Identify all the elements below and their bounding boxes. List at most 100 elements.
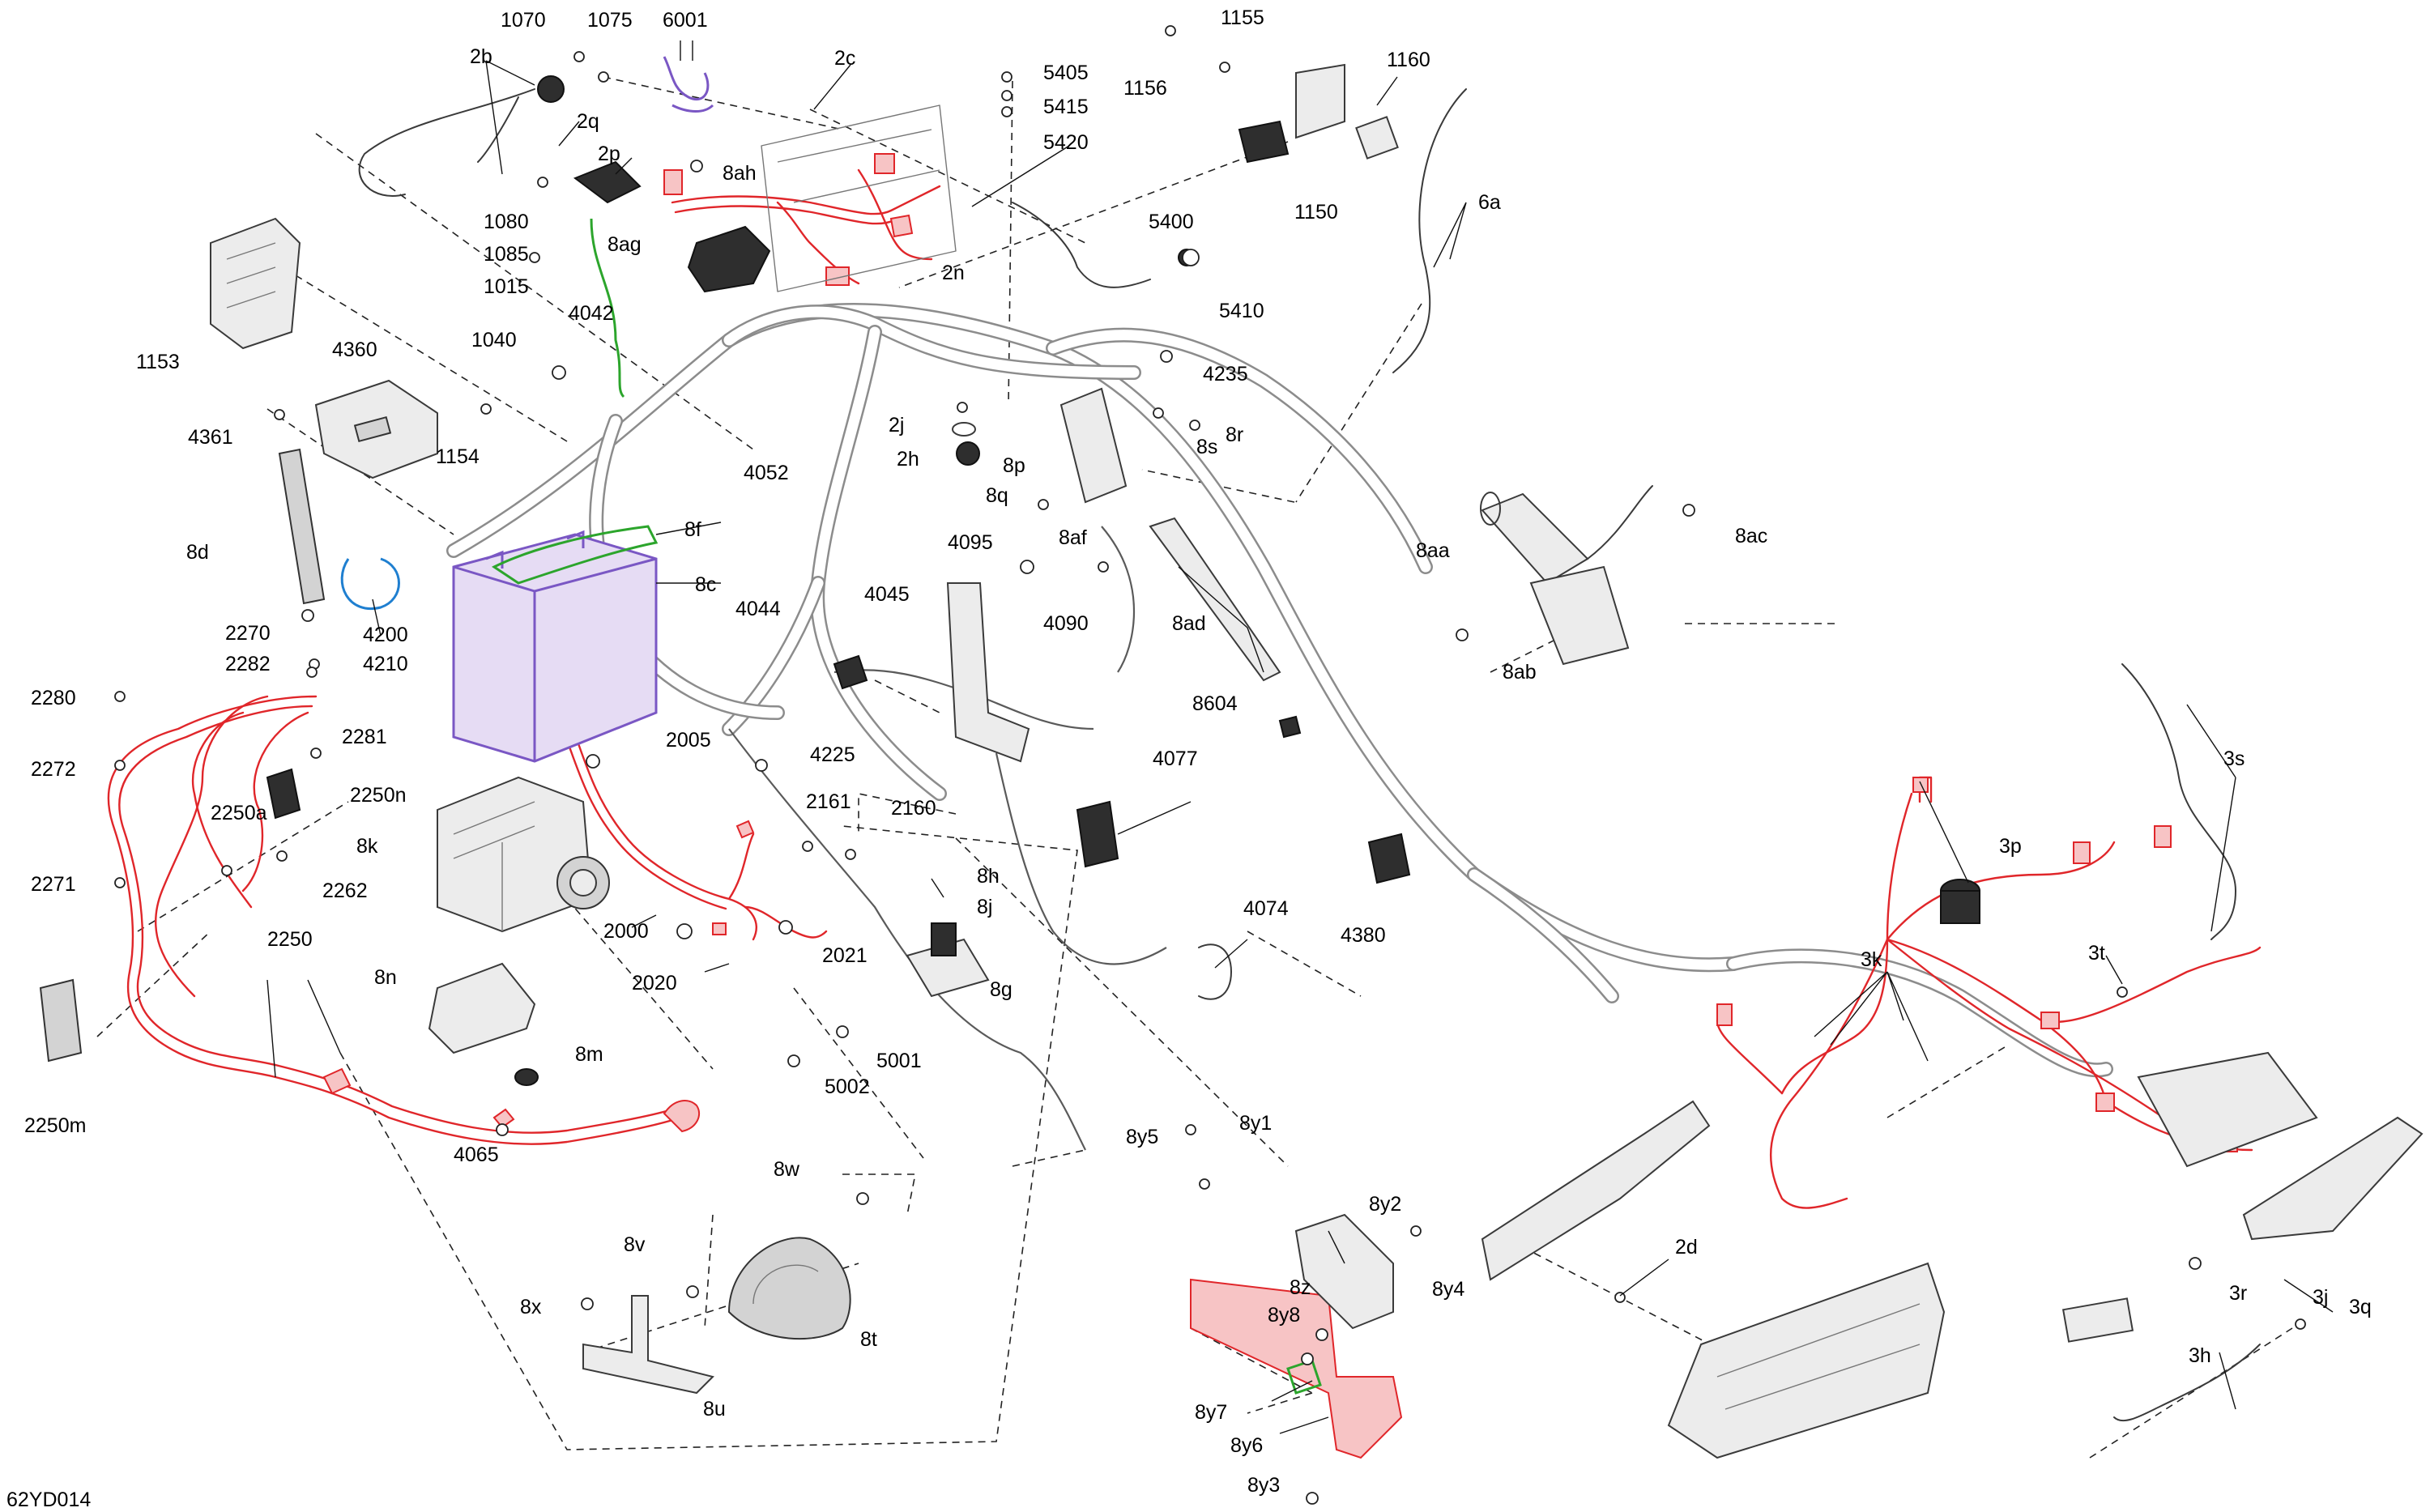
- motor-8aa: [1480, 492, 1630, 666]
- callout-4210: 4210: [363, 653, 408, 675]
- callout-2282: 2282: [225, 653, 271, 675]
- callout-8y5: 8y5: [1126, 1126, 1158, 1148]
- callout-3p: 3p: [1999, 835, 2022, 858]
- module-4090: [946, 582, 1030, 763]
- callout-8h: 8h: [977, 865, 1000, 888]
- callout-8p: 8p: [1003, 454, 1025, 477]
- callout-2250: 2250: [267, 928, 313, 951]
- callout-8y7: 8y7: [1195, 1401, 1227, 1424]
- callout-1155: 1155: [1221, 6, 1264, 29]
- callout-8y8: 8y8: [1268, 1304, 1300, 1327]
- sensor-8ag: [687, 225, 771, 293]
- callout-2j: 2j: [889, 414, 904, 437]
- callout-8y6: 8y6: [1230, 1434, 1263, 1457]
- callout-8d: 8d: [186, 541, 209, 564]
- callout-3t: 3t: [2088, 942, 2105, 965]
- callout-8n: 8n: [374, 966, 397, 989]
- callout-1160: 1160: [1387, 49, 1430, 71]
- light-3q: [2137, 1051, 2424, 1241]
- callout-2000: 2000: [603, 920, 649, 943]
- dash-panel: [761, 104, 957, 292]
- clip-4045: [833, 654, 868, 690]
- callout-4065: 4065: [454, 1144, 499, 1166]
- callout-4225: 4225: [810, 743, 855, 766]
- cable-2b: [358, 88, 535, 197]
- callout-8j: 8j: [977, 896, 992, 918]
- callout-2280: 2280: [31, 687, 76, 709]
- bracket-8y6: [1190, 1278, 1403, 1459]
- callout-2271: 2271: [31, 873, 76, 896]
- callout-4235: 4235: [1203, 363, 1248, 385]
- callout-8604: 8604: [1192, 692, 1238, 715]
- clip-4077: [1076, 800, 1119, 868]
- clip-6001: [663, 56, 714, 113]
- callout-1150: 1150: [1294, 201, 1338, 224]
- callout-4380: 4380: [1341, 924, 1386, 947]
- grommet-8m: [514, 1068, 539, 1086]
- callout-4200: 4200: [363, 624, 408, 646]
- connector-2p: [573, 160, 642, 204]
- cable-6a: [1392, 88, 1467, 373]
- leader-lines: [266, 40, 2334, 1434]
- callout-2c: 2c: [834, 47, 855, 70]
- clip-4074: [1198, 943, 1232, 1000]
- callout-8aa: 8aa: [1416, 539, 1450, 562]
- main-wiring-harness: [446, 303, 2113, 1151]
- callout-5405: 5405: [1043, 62, 1089, 84]
- callout-3s: 3s: [2223, 747, 2245, 770]
- callout-2h: 2h: [897, 448, 919, 471]
- callout-2b: 2b: [470, 45, 492, 68]
- battery-bracket-8f: [492, 525, 659, 585]
- callout-2281: 2281: [342, 726, 387, 748]
- callout-4077: 4077: [1153, 747, 1198, 770]
- callout-8k: 8k: [356, 835, 378, 858]
- callout-1080: 1080: [484, 211, 529, 233]
- callout-3k: 3k: [1861, 948, 1882, 971]
- callout-5001: 5001: [876, 1050, 922, 1072]
- bracket-8p: [1059, 387, 1128, 504]
- callout-8m: 8m: [575, 1043, 603, 1066]
- callout-8v: 8v: [624, 1233, 646, 1256]
- callout-2021: 2021: [822, 944, 868, 967]
- callout-1085: 1085: [484, 243, 529, 266]
- cap-2j: [952, 422, 976, 437]
- callout-5420: 5420: [1043, 131, 1089, 154]
- bracket-8n: [428, 962, 536, 1054]
- cable-3s: [2121, 663, 2236, 940]
- callout-2160: 2160: [891, 797, 936, 820]
- callout-2d: 2d: [1675, 1236, 1698, 1259]
- callout-8y2: 8y2: [1369, 1193, 1401, 1216]
- module-1153: [210, 217, 301, 350]
- callout-8z: 8z: [1290, 1276, 1311, 1299]
- tail-bracket: [1481, 1100, 1711, 1281]
- callout-8y1: 8y1: [1239, 1112, 1272, 1135]
- callout-2q: 2q: [577, 110, 599, 133]
- fasteners: [114, 25, 2306, 1505]
- callout-labels: 1070 1075 6001 2b 2c 2q 2p 8ah 1080 8ag …: [24, 6, 2372, 1497]
- callout-6001: 6001: [663, 9, 708, 32]
- callout-8u: 8u: [703, 1398, 726, 1420]
- plate-2250m: [39, 978, 83, 1063]
- callout-8w: 8w: [774, 1158, 800, 1181]
- relay-box-4360: [314, 379, 438, 479]
- callout-3r: 3r: [2229, 1282, 2247, 1305]
- callout-2020: 2020: [632, 972, 677, 995]
- callout-4045: 4045: [864, 583, 910, 606]
- callout-4360: 4360: [332, 339, 377, 361]
- cable-5400: [1012, 202, 1151, 288]
- callout-8g: 8g: [990, 978, 1013, 1001]
- horn-8t: [727, 1237, 851, 1340]
- callout-2161: 2161: [806, 790, 851, 813]
- callout-2250a: 2250a: [211, 802, 267, 824]
- callout-8f: 8f: [684, 518, 701, 541]
- bracket-1150: [1238, 63, 1399, 164]
- callout-4044: 4044: [735, 598, 781, 620]
- wire-1015: [590, 218, 625, 398]
- dashed-reference-lines: [96, 76, 2293, 1459]
- abs-unit-8k: [437, 776, 610, 933]
- callout-8ab: 8ab: [1503, 661, 1537, 684]
- callout-1075: 1075: [587, 9, 633, 32]
- callout-8r: 8r: [1226, 424, 1243, 446]
- battery-8c: [452, 530, 658, 763]
